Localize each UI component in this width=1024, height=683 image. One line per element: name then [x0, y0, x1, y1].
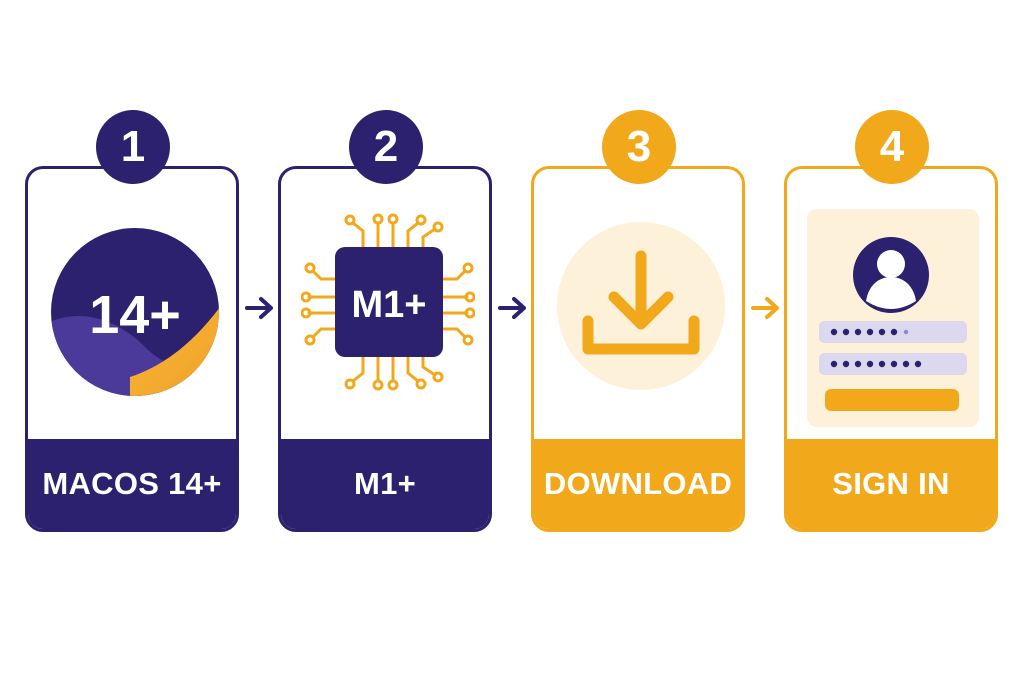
arrow-right-icon [498, 297, 526, 319]
macos-version-circle-icon: 14+ [51, 228, 219, 396]
step-1-number-badge: 1 [96, 110, 170, 184]
step-3-number-badge: 3 [602, 110, 676, 184]
step-2-card: M1+ M1+ [278, 166, 492, 532]
step-1-label-bar: MACOS 14+ [28, 439, 236, 529]
step-2-number: 2 [373, 122, 399, 171]
step-4-number-badge: 4 [855, 110, 929, 184]
step-2-label-bar: M1+ [281, 439, 489, 529]
step-3-card: DOWNLOAD [531, 166, 745, 532]
step-4-label-bar: SIGN IN [787, 439, 995, 529]
sign-in-submit-bar [825, 389, 959, 411]
chip-label-text: M1+ [352, 284, 427, 326]
step-3-label-bar: DOWNLOAD [534, 439, 742, 529]
arrow-right-icon [245, 297, 273, 319]
step-1-number: 1 [120, 122, 146, 171]
step-2-number-badge: 2 [349, 110, 423, 184]
step-1-card: 14+ MACOS 14+ [25, 166, 239, 532]
step-4-card: SIGN IN [784, 166, 998, 532]
step-4-number: 4 [879, 122, 905, 171]
user-avatar-icon [853, 237, 929, 313]
step-3-number: 3 [626, 122, 652, 171]
download-icon [557, 222, 725, 390]
step-4-label: SIGN IN [832, 466, 950, 501]
step-1-label: MACOS 14+ [42, 466, 222, 501]
sign-in-form-icon [807, 209, 979, 427]
macos-version-text: 14+ [89, 285, 181, 345]
arrow-right-icon [751, 297, 779, 319]
m1-chip-icon: M1+ [301, 213, 475, 391]
step-3-label: DOWNLOAD [543, 466, 733, 501]
step-2-label: M1+ [353, 466, 417, 501]
